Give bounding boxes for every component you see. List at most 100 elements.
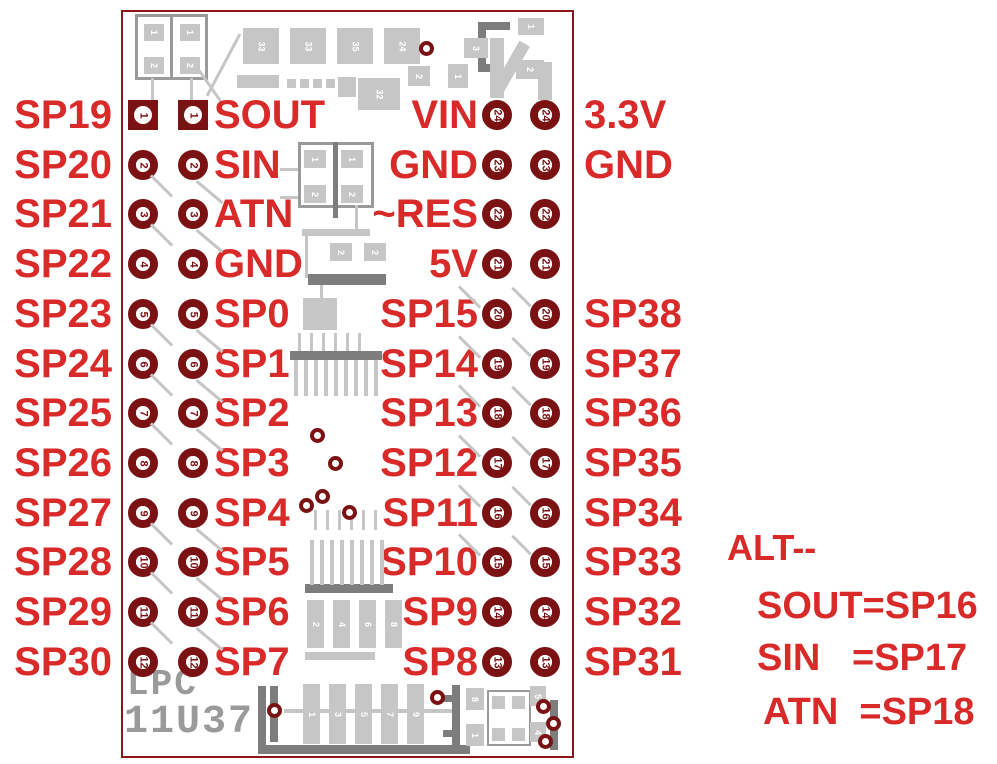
trace <box>151 78 154 104</box>
silk-bracket <box>478 22 510 30</box>
pad-hole: 4 <box>136 257 150 271</box>
pin-pad-right-outer: 15 <box>530 547 560 577</box>
bottom-connector-pin: 4 <box>333 600 350 648</box>
smd-label: 2 <box>149 62 160 69</box>
smd-label: 32 <box>374 88 385 100</box>
ic1-pin <box>294 360 298 396</box>
pin-number: 10 <box>187 555 200 569</box>
pin-label-outer-left: SP30 <box>14 640 112 684</box>
ic2-body-bar <box>305 584 393 593</box>
pin-number: 5 <box>137 310 150 318</box>
bottom-connector-pin: 8 <box>385 600 402 648</box>
pin-number: 8 <box>187 459 200 467</box>
pin-pad-left-inner: 6 <box>178 349 208 379</box>
pin-pad-right-outer: 22 <box>530 199 560 229</box>
pin-pad-right-outer: 17 <box>530 448 560 478</box>
smd-label: 24 <box>397 40 408 52</box>
via <box>546 716 561 731</box>
pin-pad-left-inner: 8 <box>178 448 208 478</box>
smd-pad <box>492 696 505 709</box>
upper-right-pad: 3 <box>464 38 488 58</box>
pin-label-outer-left: SP25 <box>14 391 112 435</box>
smd-label: 2 <box>310 191 321 197</box>
pin-pad-left-outer: 2 <box>128 150 158 180</box>
pad-hole: 6 <box>186 357 200 371</box>
pin-label-inner-right: SP11 <box>382 491 478 535</box>
mid-connector-pad: 2 <box>341 185 363 203</box>
pin-pad-left-inner: 3 <box>178 199 208 229</box>
via <box>267 703 282 718</box>
pad-hole: 8 <box>186 456 200 470</box>
top-smd-component: 33 <box>243 28 279 64</box>
pin-label-outer-right: SP38 <box>584 292 682 336</box>
pad-hole: 5 <box>186 307 200 321</box>
pad-hole: 1 <box>134 106 152 124</box>
pin-number: 21 <box>491 257 504 271</box>
pin-number: 7 <box>137 409 150 417</box>
smd-label: 8 <box>470 696 481 702</box>
ic2-pin-stub <box>350 510 353 530</box>
upper-right-pad: 2 <box>408 66 430 86</box>
pin-number: 18 <box>539 406 552 420</box>
pin-pad-right-outer: 13 <box>530 647 560 677</box>
pad-hole: 17 <box>538 456 552 470</box>
via <box>419 41 434 56</box>
via <box>342 505 357 520</box>
bottom-right-pad: 8 <box>466 688 484 710</box>
pad-hole: 10 <box>136 555 150 569</box>
pin-pad-right-inner: 15 <box>482 547 512 577</box>
pin-pad-right-inner: 22 <box>482 199 512 229</box>
ic1-pin <box>304 360 308 396</box>
pin-number: 6 <box>137 360 150 368</box>
smd-label: 4 <box>533 729 544 735</box>
pad-hole: 20 <box>490 307 504 321</box>
smd-label: 1 <box>306 711 317 717</box>
pad-hole: 20 <box>538 307 552 321</box>
pin-label-inner-left: ATN <box>214 192 294 236</box>
pin-label-outer-right: SP37 <box>584 342 682 386</box>
pin-number: 5 <box>187 310 200 318</box>
pin-label-inner-right: 5V <box>429 242 478 286</box>
pad-hole: 14 <box>538 605 552 619</box>
pad-hole: 19 <box>490 357 504 371</box>
smd-label: 5 <box>358 711 369 717</box>
pin-pad-left-outer: 8 <box>128 448 158 478</box>
smd-label: 35 <box>350 40 361 52</box>
pin-label-outer-left: SP28 <box>14 540 112 584</box>
ic2-pin-stub <box>326 510 329 530</box>
smd-label: 7 <box>384 711 395 717</box>
bottom-connector-pin: 9 <box>407 684 424 744</box>
ic1-pin <box>354 360 358 396</box>
bottom-right-footprint <box>487 690 531 746</box>
ic1-pin-stub <box>310 333 313 351</box>
pin-number: 14 <box>539 605 552 619</box>
pin-pad-right-inner: 21 <box>482 249 512 279</box>
pad-hole: 9 <box>136 506 150 520</box>
via <box>538 734 553 749</box>
bottom-connector-pin: 5 <box>355 684 372 744</box>
pin-label-inner-left: GND <box>214 242 303 286</box>
pin-label-inner-right: SP10 <box>380 540 478 584</box>
pad-hole: 9 <box>186 506 200 520</box>
pad-hole: 13 <box>538 655 552 669</box>
pad-hole: 10 <box>186 555 200 569</box>
pin-number: 14 <box>491 605 504 619</box>
ic2-pin-stub <box>362 510 365 530</box>
ic1-pin-stub <box>358 333 361 351</box>
smd-pad <box>313 79 322 88</box>
pin-pad-right-inner: 14 <box>482 597 512 627</box>
pin-number: 1 <box>187 111 200 119</box>
crystal-pad: 2 <box>364 243 386 261</box>
pin-pad-right-inner: 23 <box>482 150 512 180</box>
smd-label: 2 <box>185 62 196 69</box>
pin-pad-right-outer: 16 <box>530 498 560 528</box>
pin-label-inner-left: SP7 <box>214 640 290 684</box>
pin-number: 1 <box>137 111 150 119</box>
bottom-connector-pin: 2 <box>307 600 324 648</box>
pin-number: 4 <box>187 260 200 268</box>
pin-label-outer-right: SP35 <box>584 441 682 485</box>
trace <box>190 78 193 104</box>
pin-label-outer-left: SP24 <box>14 342 112 386</box>
pad-hole: 13 <box>490 655 504 669</box>
